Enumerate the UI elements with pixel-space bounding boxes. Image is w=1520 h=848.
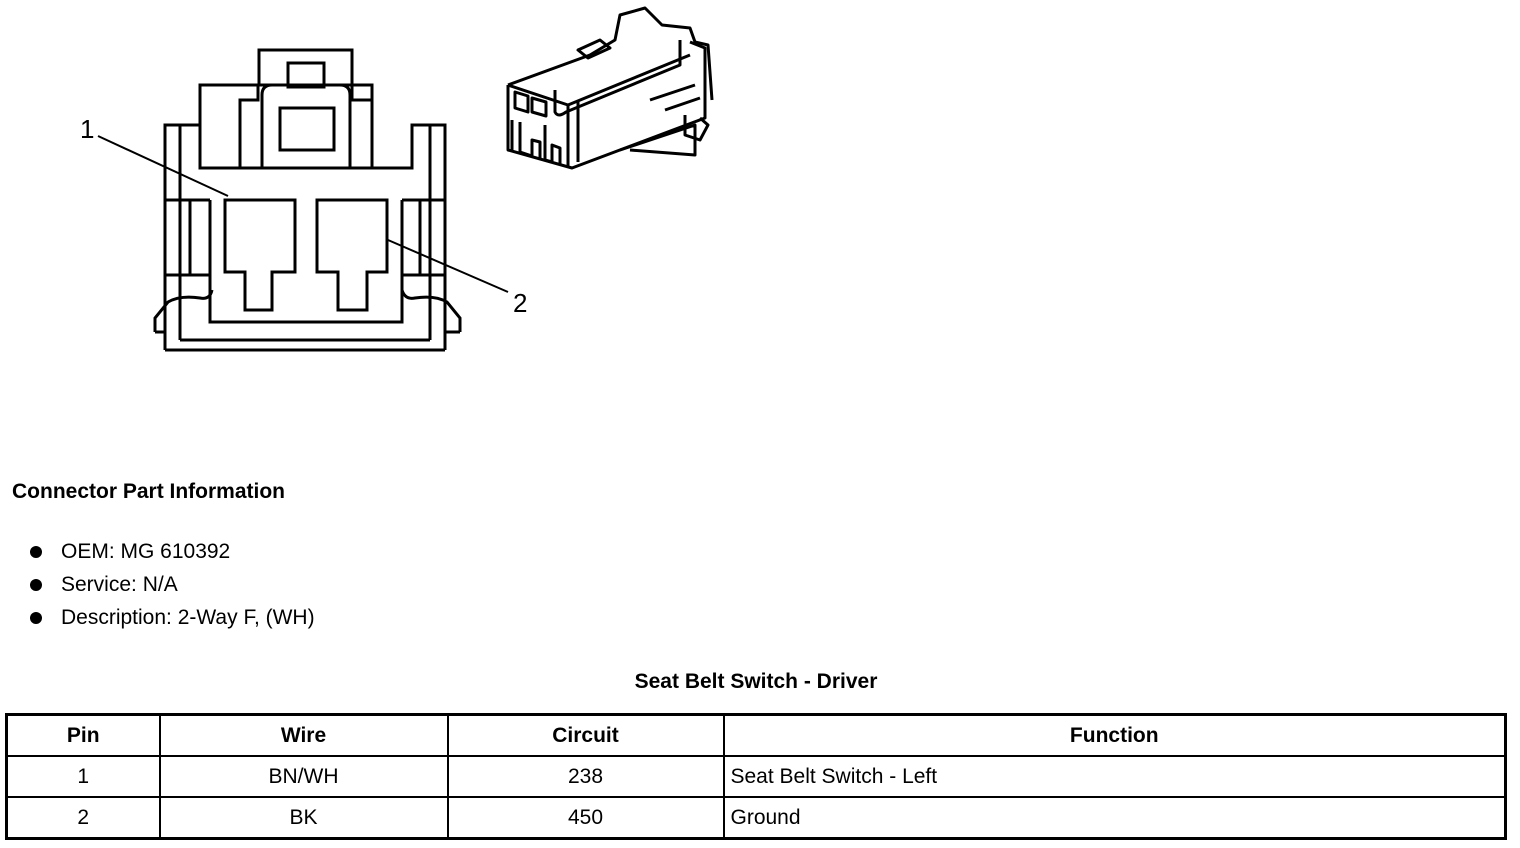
header-pin: Pin	[5, 713, 161, 757]
connector-3d-view	[506, 6, 714, 170]
cell-circuit: 450	[446, 796, 725, 840]
pin-cavity-1	[223, 198, 297, 312]
list-item: Service: N/A	[30, 568, 315, 601]
cell-circuit: 238	[446, 755, 725, 798]
cavity-frame	[208, 200, 404, 324]
header-wire: Wire	[158, 713, 449, 757]
pin-table: Pin Wire Circuit Function 1 BN/WH 238 Se…	[5, 713, 1507, 840]
latch-window	[286, 61, 326, 89]
header-circuit: Circuit	[446, 713, 725, 757]
cell-wire: BK	[158, 796, 449, 840]
cell-function: Ground	[722, 796, 1507, 840]
list-item: OEM: MG 610392	[30, 535, 315, 568]
bullet-icon	[30, 578, 42, 591]
cell-wire: BN/WH	[158, 755, 449, 798]
connector-latch-outline	[257, 48, 354, 85]
hood-window	[278, 106, 336, 152]
flange-left	[153, 289, 214, 332]
cell-pin: 1	[5, 755, 161, 798]
pin-table-title: Seat Belt Switch - Driver	[634, 670, 878, 693]
table-header-row: Pin Wire Circuit Function	[5, 713, 1507, 757]
cell-pin: 2	[5, 796, 161, 840]
bullet-icon	[30, 545, 42, 558]
pin-callout-2: 2	[513, 288, 527, 318]
header-function: Function	[722, 713, 1507, 757]
cell-function: Seat Belt Switch - Left	[722, 755, 1507, 798]
oem-info: OEM: MG 610392	[61, 540, 231, 563]
connector-housing	[163, 123, 447, 350]
flange-right	[400, 289, 462, 332]
connector-part-info-title: Connector Part Information	[12, 480, 286, 503]
callout-leader-2	[387, 239, 509, 293]
bullet-icon	[30, 611, 42, 624]
connector-inner-hood	[260, 83, 352, 168]
table-row: 1 BN/WH 238 Seat Belt Switch - Left	[5, 755, 1507, 798]
table-row: 2 BK 450 Ground	[5, 796, 1507, 840]
connector-diagram: 1 2	[0, 0, 760, 420]
service-info: Service: N/A	[61, 573, 178, 596]
pin-callout-1: 1	[80, 114, 94, 144]
description-info: Description: 2-Way F, (WH)	[61, 606, 315, 629]
callout-leader-1	[97, 135, 229, 197]
pin-cavity-2	[315, 198, 389, 312]
connector-face-view: 1 2	[80, 6, 714, 352]
connector-upper-body	[198, 83, 374, 168]
list-item: Description: 2-Way F, (WH)	[30, 601, 315, 634]
connector-info-list: OEM: MG 610392 Service: N/A Description:…	[30, 535, 315, 634]
